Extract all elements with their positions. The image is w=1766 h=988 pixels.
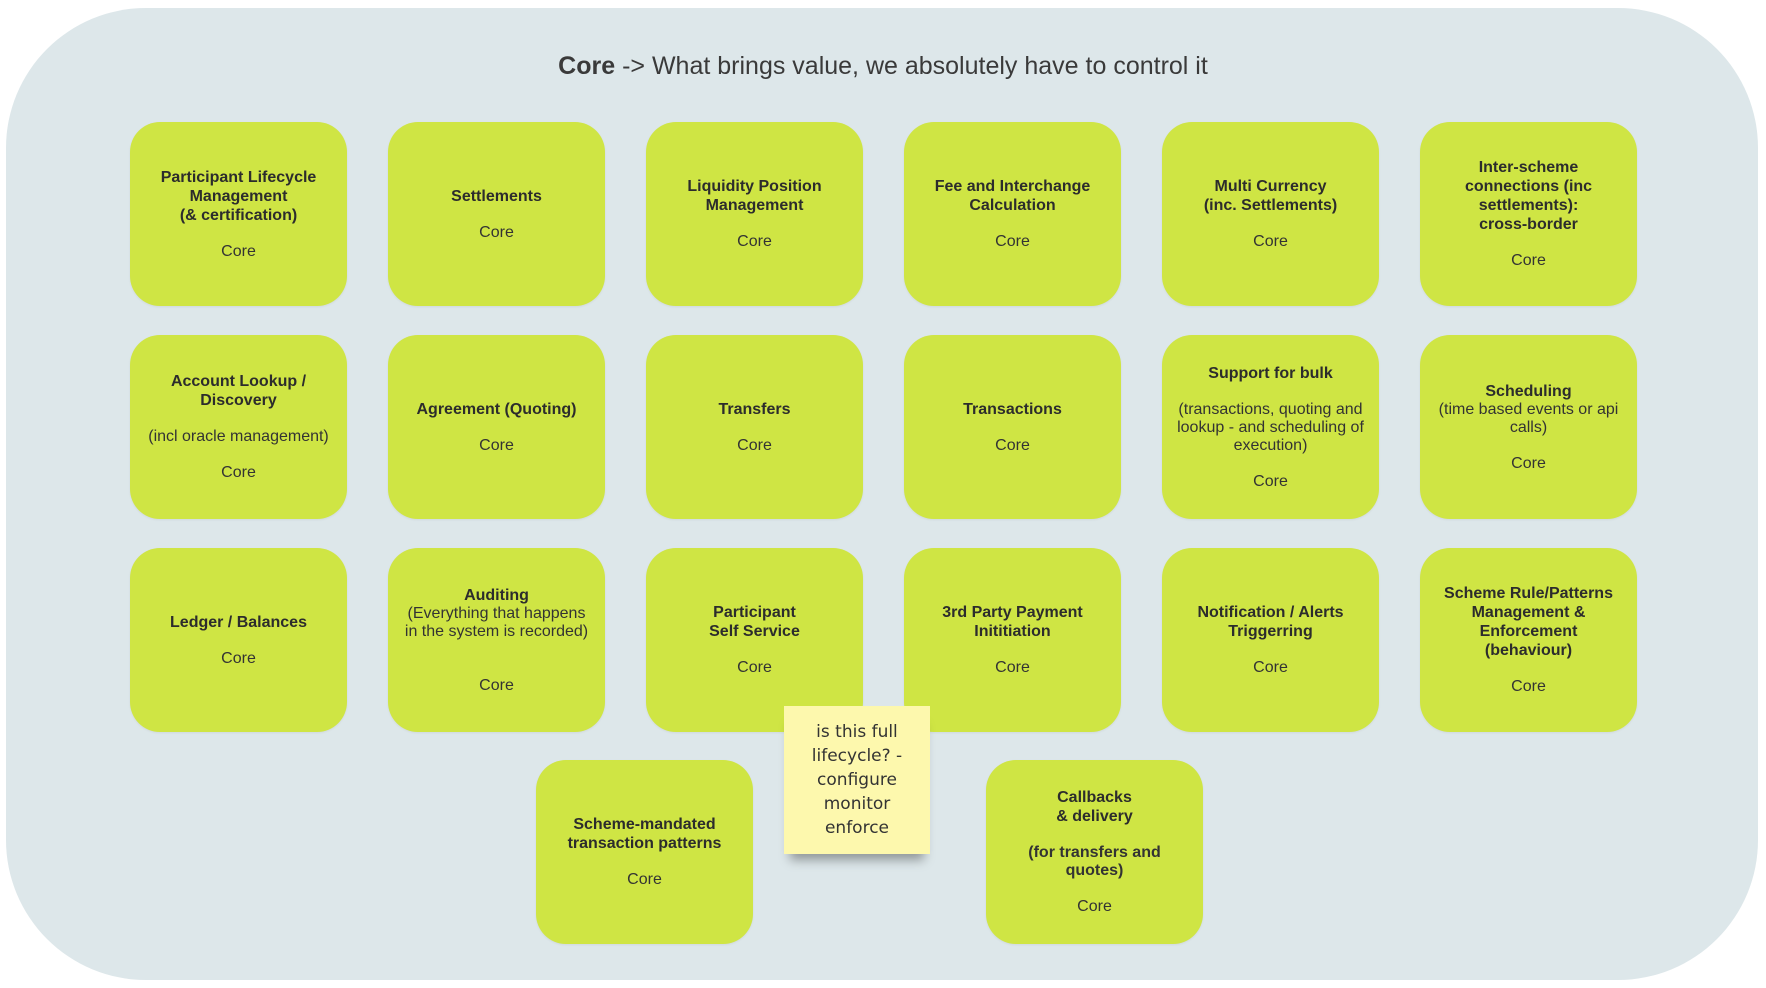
card-description: (for transfers and quotes)	[1028, 844, 1161, 879]
card-tag: Core	[1077, 898, 1112, 915]
card-tag: Core	[737, 659, 772, 676]
card-tag: Core	[1511, 454, 1546, 472]
card-participant-lifecycle[interactable]: Participant Lifecycle Management (& cert…	[130, 122, 347, 306]
card-heading: Ledger / Balances	[170, 613, 307, 631]
card-multi-currency[interactable]: Multi Currency (inc. Settlements) Core	[1162, 122, 1379, 306]
card-auditing[interactable]: Auditing (Everything that happens in the…	[388, 548, 605, 732]
card-participant-self-service[interactable]: Participant Self Service Core	[646, 548, 863, 732]
card-heading: Support for bulk	[1208, 364, 1333, 382]
card-scheme-mandated-patterns[interactable]: Scheme-mandated transaction patterns Cor…	[536, 760, 753, 944]
card-settlements[interactable]: Settlements Core	[388, 122, 605, 306]
card-transactions[interactable]: Transactions Core	[904, 335, 1121, 519]
card-tag: Core	[479, 436, 514, 454]
card-tag: Core	[1253, 233, 1288, 250]
card-heading: Transactions	[963, 400, 1062, 418]
card-heading: Notification / Alerts Triggerring	[1197, 604, 1344, 640]
card-tag: Core	[221, 242, 256, 260]
card-heading: 3rd Party Payment Inititiation	[942, 604, 1083, 640]
card-agreement-quoting[interactable]: Agreement (Quoting) Core	[388, 335, 605, 519]
card-heading: Transfers	[718, 400, 791, 418]
card-heading: Scheme-mandated transaction patterns	[567, 816, 722, 852]
title-rest: -> What brings value, we absolutely have…	[615, 52, 1208, 80]
card-tag: Core	[221, 464, 256, 481]
card-heading: Scheduling	[1485, 382, 1572, 400]
card-scheme-rule-patterns[interactable]: Scheme Rule/Patterns Management & Enforc…	[1420, 548, 1637, 732]
sticky-note[interactable]: is this full lifecycle? - configure moni…	[784, 706, 930, 854]
card-notification-alerts[interactable]: Notification / Alerts Triggerring Core	[1162, 548, 1379, 732]
card-tag: Core	[627, 871, 662, 888]
card-support-bulk[interactable]: Support for bulk (transactions, quoting …	[1162, 335, 1379, 519]
card-scheduling[interactable]: Scheduling (time based events or api cal…	[1420, 335, 1637, 519]
card-transfers[interactable]: Transfers Core	[646, 335, 863, 519]
card-tag: Core	[995, 233, 1030, 250]
card-tag: Core	[995, 436, 1030, 454]
card-tag: Core	[737, 233, 772, 250]
card-tag: Core	[479, 676, 514, 694]
diagram-title: Core -> What brings value, we absolutely…	[0, 52, 1766, 81]
card-fee-interchange[interactable]: Fee and Interchange Calculation Core	[904, 122, 1121, 306]
card-heading: Participant Self Service	[709, 604, 800, 640]
card-heading: Account Lookup / Discovery	[170, 373, 307, 409]
card-heading: Agreement (Quoting)	[416, 400, 577, 418]
card-tag: Core	[737, 436, 772, 454]
card-tag: Core	[1253, 472, 1288, 490]
card-tag: Core	[995, 659, 1030, 676]
card-liquidity-position[interactable]: Liquidity Position Management Core	[646, 122, 863, 306]
card-heading: Fee and Interchange Calculation	[934, 178, 1091, 214]
card-heading: Inter-scheme connections (inc settlement…	[1464, 159, 1593, 233]
title-bold: Core	[558, 52, 616, 80]
card-heading: Multi Currency (inc. Settlements)	[1203, 178, 1338, 214]
card-heading: Settlements	[451, 187, 542, 205]
card-tag: Core	[1511, 678, 1546, 695]
card-callbacks-delivery[interactable]: Callbacks & delivery (for transfers and …	[986, 760, 1203, 944]
card-3rd-party-payment[interactable]: 3rd Party Payment Inititiation Core	[904, 548, 1121, 732]
card-heading: Liquidity Position Management	[687, 178, 822, 214]
card-tag: Core	[1511, 252, 1546, 269]
card-tag: Core	[1253, 659, 1288, 676]
card-tag: Core	[479, 223, 514, 241]
card-description: (incl oracle management)	[148, 428, 329, 445]
card-heading: Callbacks & delivery	[1056, 789, 1133, 825]
card-heading: Participant Lifecycle Management (& cert…	[160, 168, 317, 224]
card-heading: Auditing	[464, 586, 529, 604]
card-description: (Everything that happens in the system i…	[404, 604, 589, 640]
card-description: (transactions, quoting and lookup - and …	[1177, 400, 1364, 454]
card-tag: Core	[221, 649, 256, 667]
card-ledger-balances[interactable]: Ledger / Balances Core	[130, 548, 347, 732]
card-description: (time based events or api calls)	[1438, 400, 1619, 436]
card-inter-scheme[interactable]: Inter-scheme connections (inc settlement…	[1420, 122, 1637, 306]
card-account-lookup[interactable]: Account Lookup / Discovery (incl oracle …	[130, 335, 347, 519]
card-heading: Scheme Rule/Patterns Management & Enforc…	[1444, 585, 1613, 659]
